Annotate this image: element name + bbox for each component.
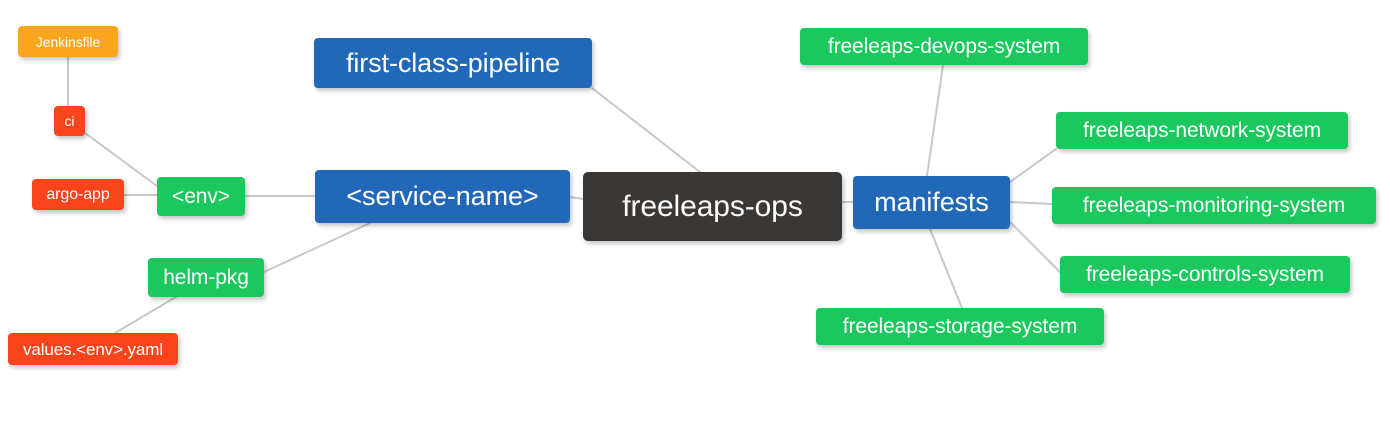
mindmap-node-env[interactable]: <env> (157, 177, 245, 216)
mindmap-node-freeleaps-monitoring-system[interactable]: freeleaps-monitoring-system (1052, 187, 1376, 224)
edge-ops-to-first-class-pipeline (591, 87, 701, 173)
mindmap-node-service-name[interactable]: <service-name> (315, 170, 570, 223)
mindmap-node-manifests[interactable]: manifests (853, 176, 1010, 229)
edge-helm-pkg-to-values (114, 296, 177, 334)
mindmap-node-freeleaps-controls-system[interactable]: freeleaps-controls-system (1060, 256, 1350, 293)
mindmap-node-jenkinsfile[interactable]: Jenkinsfile (18, 26, 118, 57)
edge-manifests-to-monitoring (1009, 201, 1053, 205)
edge-manifests-to-network (1009, 148, 1057, 183)
mindmap-node-values-env-yaml[interactable]: values.<env>.yaml (8, 333, 178, 365)
edge-manifests-to-controls (1009, 221, 1061, 273)
mindmap-node-freeleaps-storage-system[interactable]: freeleaps-storage-system (816, 308, 1104, 345)
mindmap-node-freeleaps-network-system[interactable]: freeleaps-network-system (1056, 112, 1348, 149)
edge-manifests-to-storage (929, 228, 963, 309)
mindmap-node-freeleaps-ops[interactable]: freeleaps-ops (583, 172, 842, 241)
mindmap-node-first-class-pipeline[interactable]: first-class-pipeline (314, 38, 592, 88)
edge-ops-to-service-name (569, 196, 584, 200)
mindmap-node-helm-pkg[interactable]: helm-pkg (148, 258, 264, 297)
mindmap-node-ci[interactable]: ci (54, 106, 85, 136)
edge-manifests-to-devops (926, 64, 944, 177)
mindmap-node-argo-app[interactable]: argo-app (32, 179, 124, 210)
mindmap-node-freeleaps-devops-system[interactable]: freeleaps-devops-system (800, 28, 1088, 65)
edge-service-name-to-helm-pkg (263, 222, 371, 273)
